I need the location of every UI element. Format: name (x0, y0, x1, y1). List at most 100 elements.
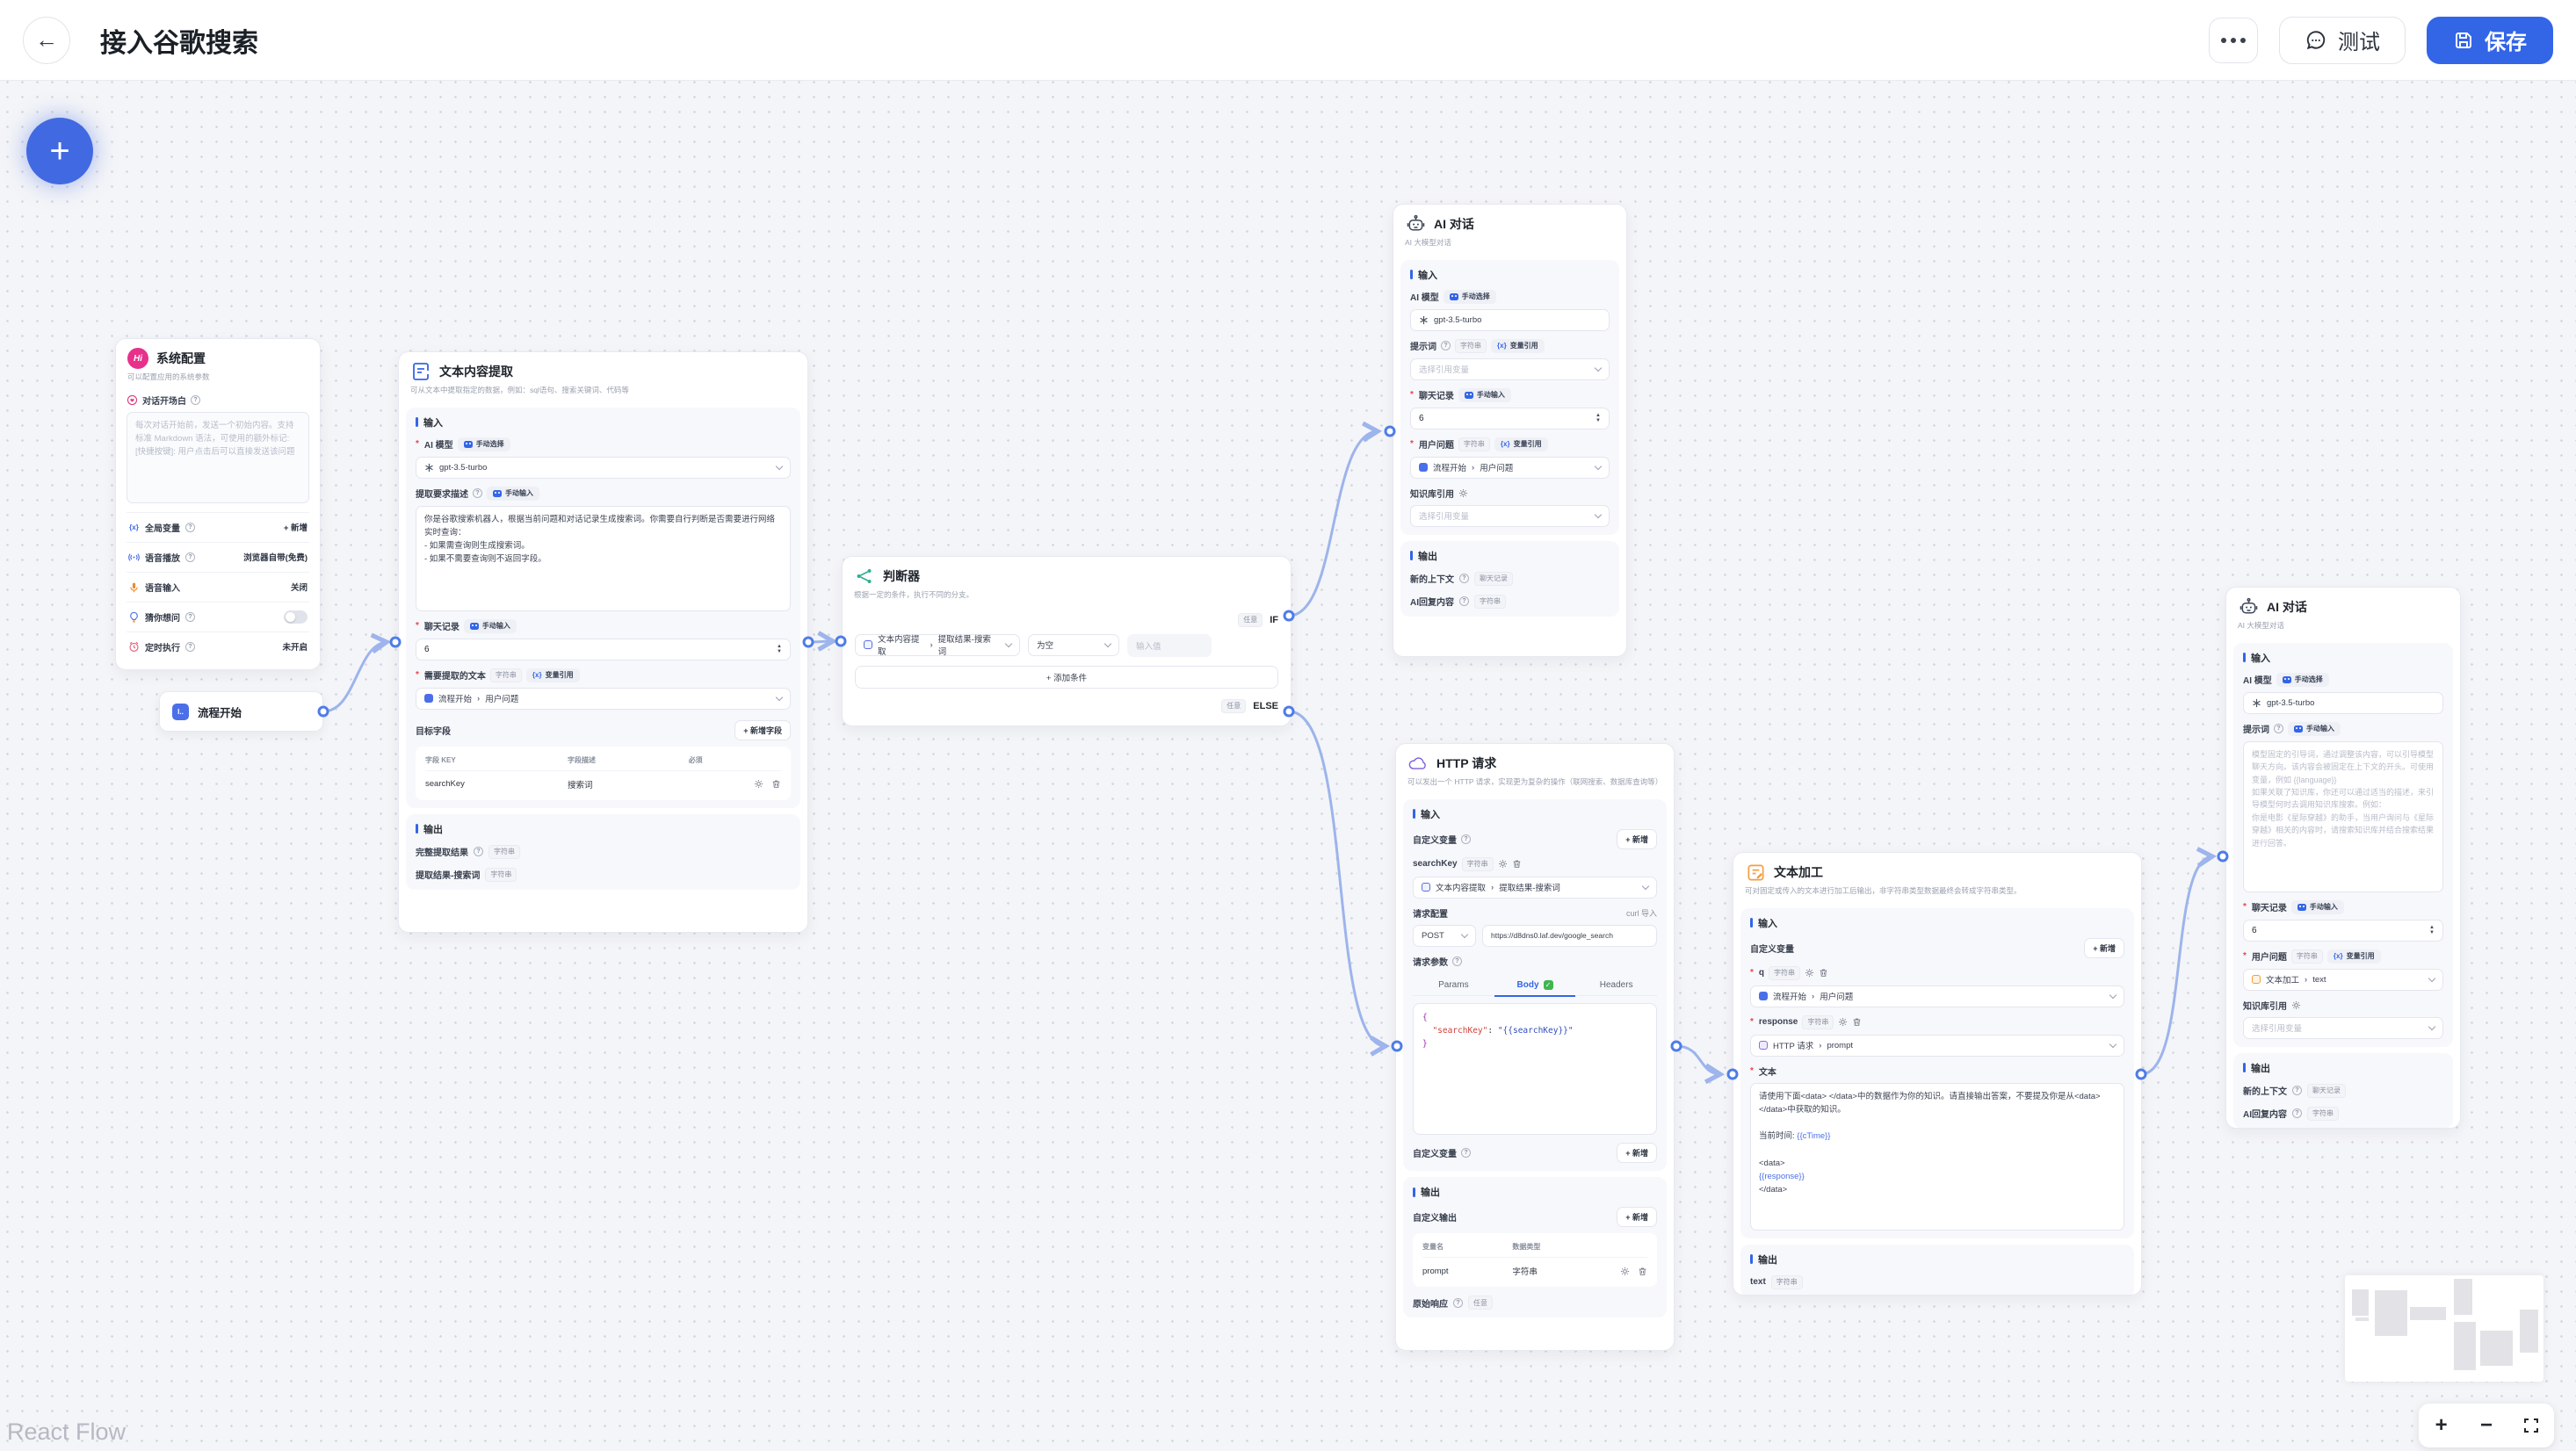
node-system-config[interactable]: Hi 系统配置 可以配置应用的系统参数 对话开场白 ? 每次对话开始前，发送一个… (115, 338, 321, 670)
help-icon[interactable]: ? (473, 488, 482, 499)
var-ref-select[interactable]: 文本内容提取›提取结果-搜索词 (1413, 876, 1657, 899)
schedule-value[interactable]: 未开启 (282, 643, 308, 653)
help-icon[interactable]: ? (2292, 1108, 2302, 1119)
help-icon[interactable]: ? (185, 552, 195, 562)
help-icon[interactable]: ? (1459, 574, 1469, 584)
node-flow-start[interactable]: I.. 流程开始 (159, 691, 323, 732)
minimap[interactable] (2345, 1275, 2543, 1382)
help-icon[interactable]: ? (1461, 1148, 1471, 1159)
url-input[interactable]: https://d8dns0.laf.dev/google_search (1482, 924, 1657, 947)
help-icon[interactable]: ? (474, 847, 483, 857)
model-select[interactable]: gpt-3.5-turbo (416, 456, 791, 479)
handle-extract-out[interactable] (802, 636, 814, 648)
help-icon[interactable]: ? (1461, 834, 1471, 844)
tab-headers[interactable]: Headers (1599, 980, 1633, 991)
manual-input-badge[interactable]: 手动输入 (463, 618, 517, 633)
trash-icon[interactable] (1512, 859, 1522, 869)
help-icon[interactable]: ? (1453, 1297, 1463, 1308)
handle-textedit-out[interactable] (2135, 1068, 2147, 1080)
add-var-button[interactable]: + 新增 (1617, 828, 1657, 849)
tts-value[interactable]: 浏览器自带(免费) (243, 553, 308, 564)
condition-value-input[interactable]: 输入值 (1127, 633, 1212, 657)
manual-input-badge[interactable]: 手动输入 (2290, 899, 2344, 914)
add-var-button[interactable]: + 新增 (2084, 937, 2124, 958)
handle-aichat-right-in[interactable] (2217, 850, 2229, 863)
trash-icon[interactable] (1819, 968, 1828, 978)
node-ai-chat-top[interactable]: AI 对话 AI 大模型对话 输入 AI 模型 手动选择 gpt-3.5-tur… (1393, 204, 1627, 657)
kb-select[interactable]: 选择引用变量 (2243, 1016, 2443, 1039)
add-output-button[interactable]: + 新增 (1617, 1207, 1657, 1228)
source-select[interactable]: 流程开始›用户问题 (416, 687, 791, 710)
number-stepper[interactable]: ▲▼ (777, 644, 782, 655)
history-input[interactable]: 6 ▲▼ (416, 638, 791, 661)
fullscreen-button[interactable] (2515, 1410, 2547, 1441)
manual-input-badge[interactable]: 手动输入 (1458, 387, 1511, 402)
question-select[interactable]: 流程开始›用户问题 (1410, 456, 1610, 479)
manual-input-badge[interactable]: 手动输入 (487, 486, 539, 501)
handle-http-in[interactable] (1391, 1040, 1403, 1052)
trash-icon[interactable] (1852, 1017, 1862, 1027)
handle-extract-in[interactable] (389, 636, 402, 648)
zoom-out-button[interactable]: − (2479, 1413, 2493, 1437)
zoom-in-button[interactable]: + (2435, 1413, 2448, 1437)
var-ref-badge[interactable]: {x}变量引用 (525, 668, 580, 682)
gear-icon[interactable] (1805, 968, 1814, 978)
text-textarea[interactable]: 请使用下面<data> </data>中的数据作为你的知识。请直接输出答案，不要… (1750, 1082, 2124, 1231)
gear-icon[interactable] (754, 779, 763, 789)
node-judge[interactable]: 判断器 根据一定的条件，执行不同的分支。 任意 IF 文本内容提取›提取结果-搜… (842, 556, 1292, 726)
more-menu-button[interactable] (2209, 17, 2258, 63)
back-button[interactable]: ← (23, 16, 70, 64)
manual-input-badge[interactable]: 手动输入 (2288, 721, 2341, 736)
trash-icon[interactable] (1638, 1267, 1647, 1276)
add-condition-button[interactable]: + 添加条件 (855, 665, 1278, 689)
node-http[interactable]: HTTP 请求 可以发出一个 HTTP 请求，实现更为复杂的操作（联网搜索、数据… (1395, 743, 1675, 1351)
gear-icon[interactable] (1498, 859, 1508, 869)
guess-toggle[interactable] (284, 610, 308, 624)
gear-icon[interactable] (1458, 488, 1468, 498)
prompt-select[interactable]: 选择引用变量 (1410, 357, 1610, 380)
node-text-edit[interactable]: 文本加工 可对固定或传入的文本进行加工后输出，非字符串类型数据最终会转成字符串类… (1733, 852, 2142, 1296)
help-icon[interactable]: ? (1441, 341, 1451, 351)
desc-textarea[interactable]: 你是谷歌搜索机器人，根据当前问题和对话记录生成搜索词。你需要自行判断是否需要进行… (416, 505, 791, 611)
handle-aichat-top-in[interactable] (1384, 425, 1396, 437)
add-variable-button[interactable]: + 新增 (283, 523, 308, 534)
trash-icon[interactable] (771, 779, 781, 789)
prompt-textarea[interactable]: 模型固定的引导词，通过调整该内容，可以引导模型聊天方向。该内容会被固定在上下文的… (2243, 740, 2443, 892)
add-var-button[interactable]: + 新增 (1617, 1143, 1657, 1164)
help-icon[interactable]: ? (1452, 956, 1462, 966)
help-icon[interactable]: ? (191, 394, 200, 405)
handle-flowstart-out[interactable] (317, 705, 329, 718)
manual-select-badge[interactable]: 手动选择 (2276, 672, 2329, 687)
gear-icon[interactable] (1838, 1017, 1848, 1027)
body-code-editor[interactable]: { "searchKey": "{{searchKey}}" } (1413, 1003, 1657, 1136)
help-icon[interactable]: ? (185, 522, 195, 532)
gear-icon[interactable] (2291, 1000, 2301, 1010)
stt-value[interactable]: 关闭 (290, 583, 308, 594)
model-select[interactable]: gpt-3.5-turbo (1410, 308, 1610, 331)
help-icon[interactable]: ? (2292, 1086, 2302, 1096)
tab-body[interactable]: Body✓ (1494, 975, 1576, 997)
curl-import-button[interactable]: curl 导入 (1625, 908, 1657, 918)
var-ref-badge[interactable]: {x}变量引用 (2326, 949, 2381, 964)
number-stepper[interactable]: ▲▼ (2429, 925, 2435, 936)
manual-select-badge[interactable]: 手动选择 (1443, 289, 1496, 304)
manual-select-badge[interactable]: 手动选择 (457, 437, 510, 451)
history-input[interactable]: 6 ▲▼ (2243, 919, 2443, 942)
node-ai-chat-right[interactable]: AI 对话 AI 大模型对话 输入 AI 模型 手动选择 gpt-3.5-tur… (2225, 587, 2461, 1129)
model-select[interactable]: gpt-3.5-turbo (2243, 691, 2443, 714)
save-button[interactable]: 保存 (2427, 16, 2553, 64)
handle-textedit-in[interactable] (1726, 1068, 1739, 1080)
handle-http-out[interactable] (1670, 1040, 1682, 1052)
help-icon[interactable]: ? (185, 611, 195, 622)
help-icon[interactable]: ? (185, 641, 195, 652)
condition-variable-select[interactable]: 文本内容提取›提取结果-搜索词 (855, 633, 1020, 657)
help-icon[interactable]: ? (1459, 596, 1469, 607)
help-icon[interactable]: ? (2274, 724, 2283, 734)
kb-select[interactable]: 选择引用变量 (1410, 504, 1610, 527)
handle-judge-if-out[interactable] (1283, 610, 1295, 622)
var-ref-badge[interactable]: {x}变量引用 (1494, 437, 1548, 451)
add-field-button[interactable]: + 新增字段 (734, 719, 791, 740)
tab-params[interactable]: Params (1438, 980, 1469, 991)
add-node-button[interactable]: + (26, 118, 93, 184)
